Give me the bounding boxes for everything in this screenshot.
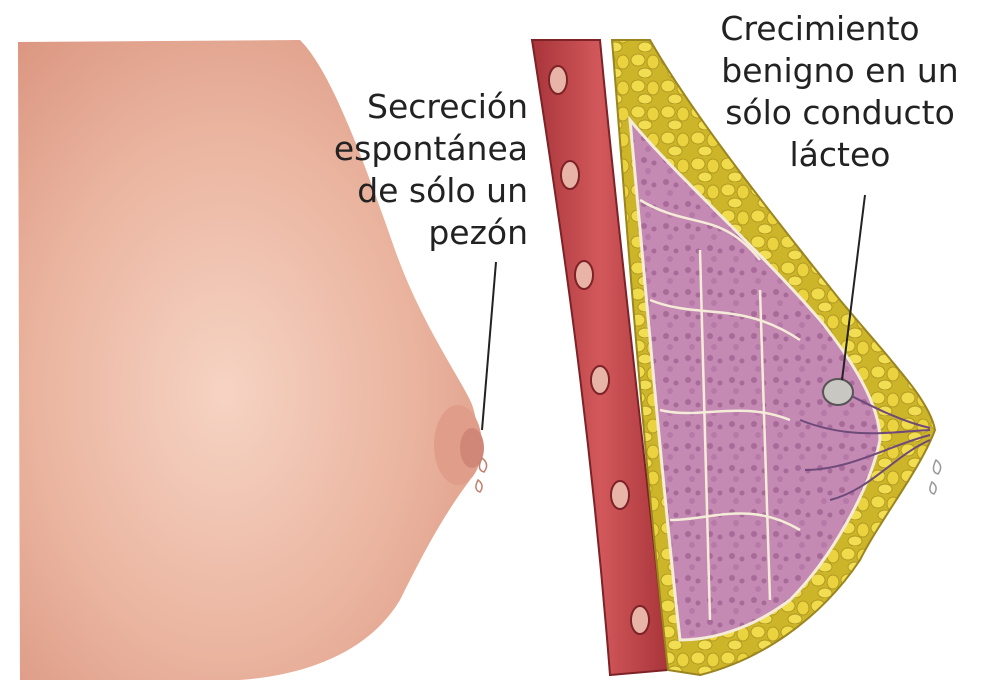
left-annotation-label: Secreción espontánea de sólo un pezón — [268, 86, 528, 254]
benign-growth — [823, 379, 853, 405]
right-label-line-2: benigno en un — [690, 50, 990, 92]
right-annotation-label: Crecimiento benigno en un sólo conducto … — [690, 8, 990, 176]
right-label-line-1: Crecimiento — [690, 8, 990, 50]
left-label-line-4: pezón — [268, 212, 528, 254]
cross-section-discharge-drops — [930, 460, 941, 494]
right-label-line-4: lácteo — [690, 134, 990, 176]
left-label-pointer — [482, 262, 496, 430]
left-label-line-3: de sólo un — [268, 170, 528, 212]
left-label-line-1: Secreción — [268, 86, 528, 128]
right-label-line-3: sólo conducto — [690, 92, 990, 134]
left-label-line-2: espontánea — [268, 128, 528, 170]
